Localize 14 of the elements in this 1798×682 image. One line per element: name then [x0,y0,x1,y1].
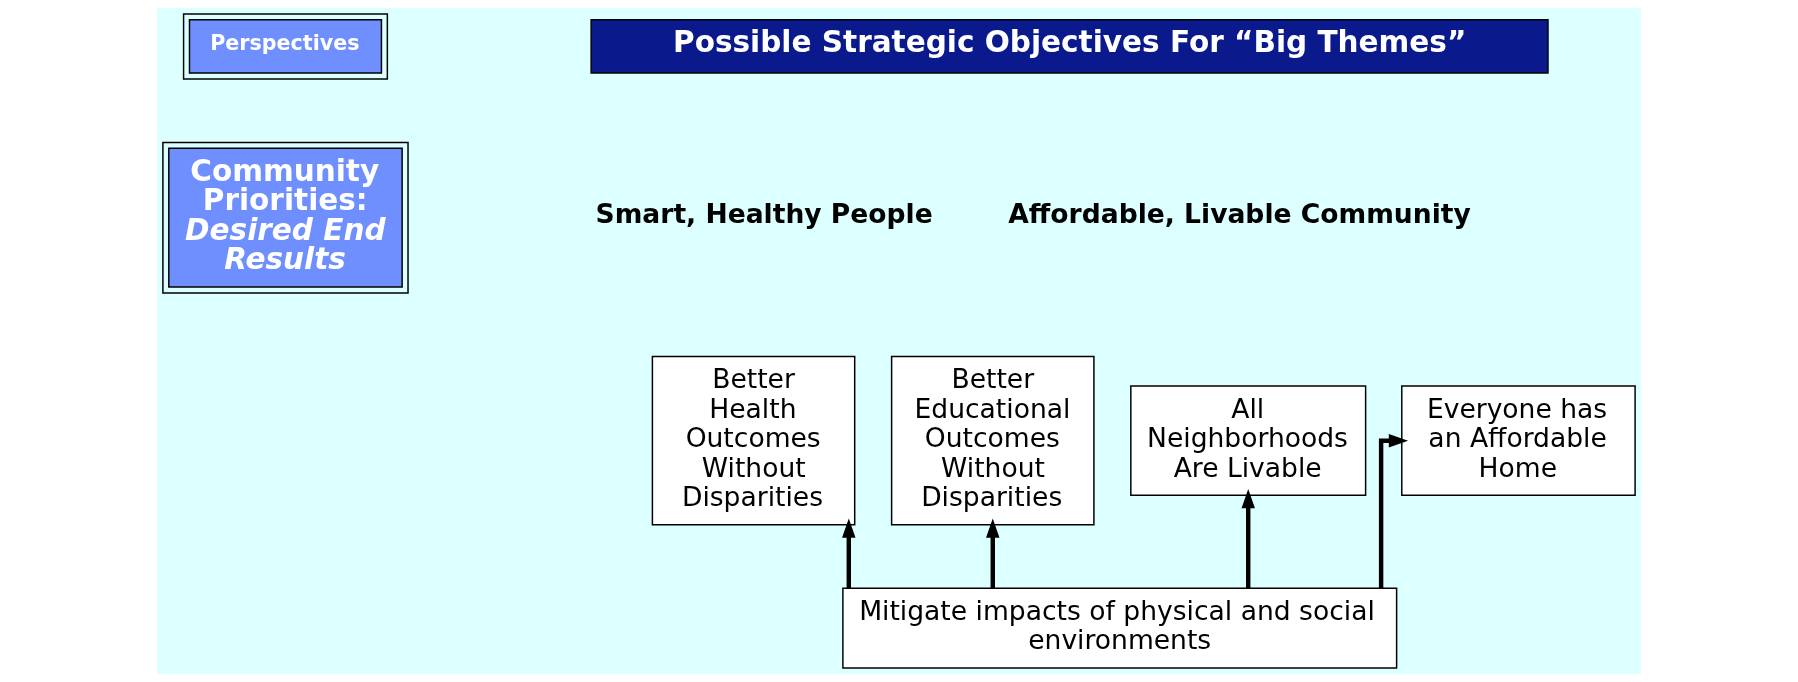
node-box: Everyone has an Affordable Home [1401,385,1636,497]
node-box: Community Priorities: Desired End Results [162,141,409,294]
node-box: Mitigate impacts of physical and social environments [842,587,1398,669]
arrow [842,518,856,588]
arrow [986,518,1000,588]
arrow [1378,433,1409,588]
label: Smart, Healthy People [595,197,933,229]
node-box: All Neighborhoods Are Livable [1130,385,1367,497]
node-box: Better Educational Outcomes Without Disparities [890,355,1095,526]
arrow [1241,489,1255,588]
node-box: Better Health Outcomes Without Disparities [651,355,856,526]
node-box: Possible Strategic Objectives For “Big Themes” [590,19,1549,74]
node-box: Perspectives [182,13,389,80]
label: Affordable, Livable Community [1008,197,1471,229]
